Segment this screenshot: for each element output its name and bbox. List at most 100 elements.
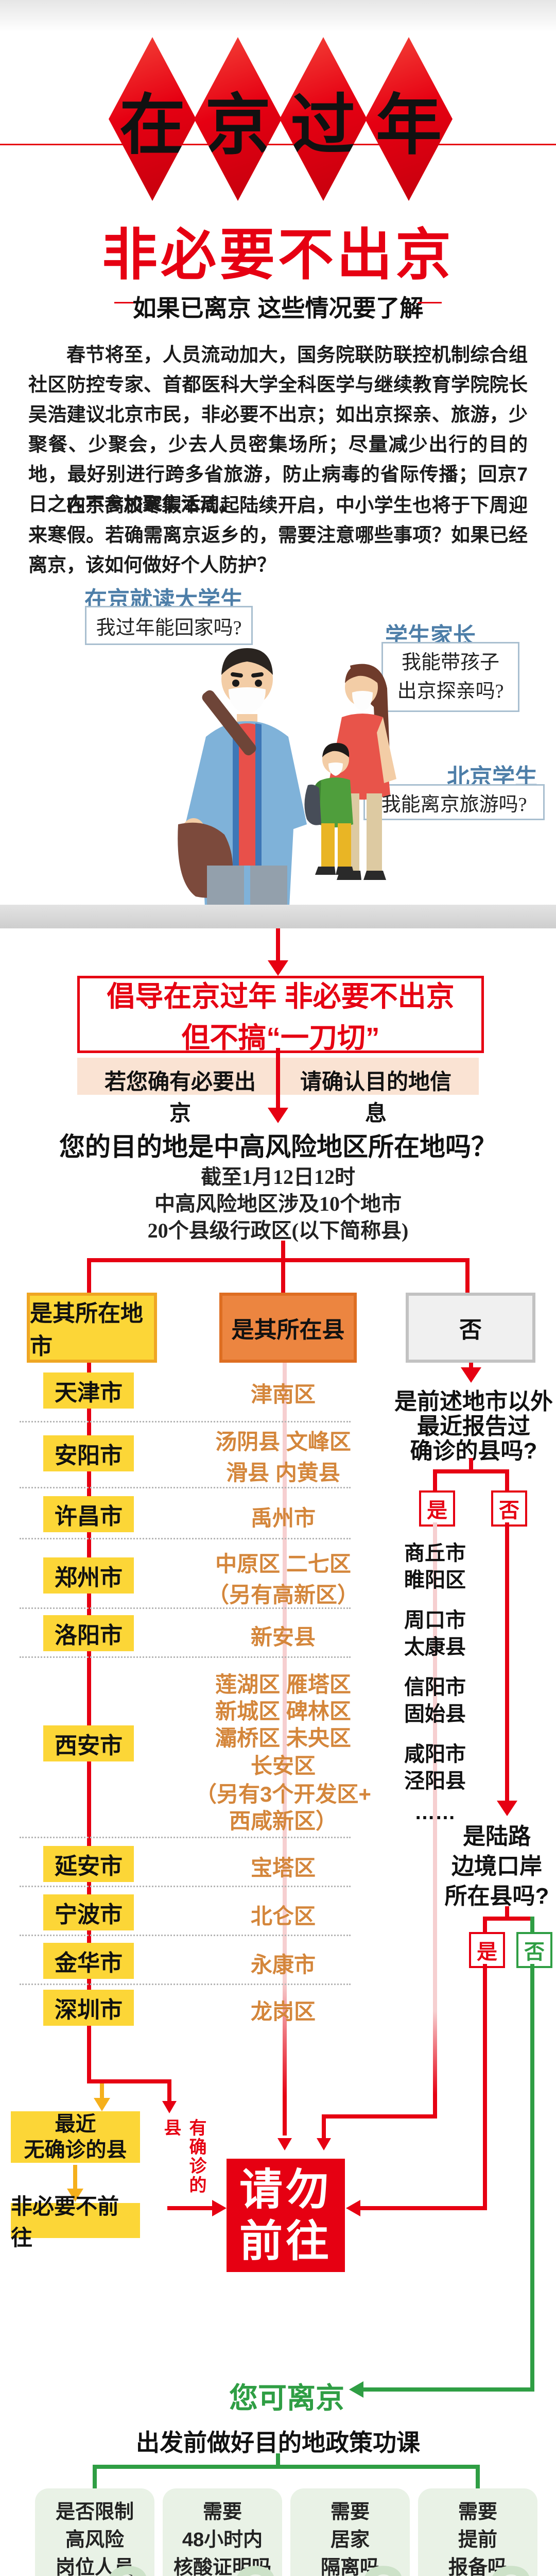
branch-header-city: 是其所在地市 bbox=[27, 1293, 157, 1363]
destination-note-3: 20个县级行政区(以下简称县) bbox=[147, 1219, 409, 1242]
bubble-beijing-student: 我能离京旅游吗? bbox=[363, 784, 545, 820]
homework-card-1: ? 是否限制 高风险 岗位人员 bbox=[35, 2488, 154, 2576]
border-question-line2: 边境口岸 bbox=[451, 1854, 542, 1879]
connector-line bbox=[505, 1469, 509, 1490]
intro-paragraph-1: 春节将至，人员流动加大，国务院联防联控机制综合组社区防控专家、首都医科大学全科医… bbox=[28, 344, 528, 515]
connector-line bbox=[276, 928, 280, 960]
connector-line-green bbox=[476, 2465, 480, 2488]
connector-line bbox=[433, 1469, 437, 1490]
title-diamond-3: 过 bbox=[280, 37, 367, 201]
card-line: 需要 bbox=[202, 2501, 242, 2523]
connector-line bbox=[483, 1917, 487, 1932]
city-ningbo: 宁波市 bbox=[43, 1894, 134, 1930]
diamond-char: 在 bbox=[119, 89, 185, 162]
district-line: 宝塔区 bbox=[250, 1856, 316, 1880]
connector-line bbox=[433, 1469, 509, 1473]
connector-line-green bbox=[530, 1964, 534, 2392]
city-anyang: 安阳市 bbox=[43, 1435, 134, 1471]
connector-line-green bbox=[93, 2465, 97, 2488]
illustration-woman bbox=[329, 664, 396, 880]
arrow-down-icon bbox=[268, 1108, 288, 1123]
row-separator bbox=[20, 1935, 351, 1936]
do-not-go-line2: 前往 bbox=[239, 2217, 332, 2265]
branch-header-no: 否 bbox=[406, 1293, 535, 1363]
no-confirmed-line2: 无确诊的县 bbox=[24, 2139, 127, 2161]
diamond-char: 年 bbox=[375, 89, 442, 162]
card-line: 报备吗 bbox=[448, 2557, 507, 2576]
border-question-line1: 是陆路 bbox=[463, 1824, 531, 1849]
diamond-char: 京 bbox=[204, 89, 271, 162]
no-confirmed-line1: 最近 bbox=[55, 2113, 96, 2136]
title-diamond-1: 在 bbox=[109, 37, 196, 201]
row-separator bbox=[20, 1607, 351, 1609]
connector-line-green bbox=[93, 2465, 480, 2469]
border-question-line3: 所在县吗? bbox=[444, 1884, 549, 1909]
confirmed-list-item: 咸阳市 bbox=[404, 1743, 466, 1766]
district-line: 汤阴县 文峰区 bbox=[215, 1430, 351, 1454]
confirmed-list-item: 睢阳区 bbox=[404, 1569, 466, 1591]
destination-question: 您的目的地是中高风险地区所在地吗？ bbox=[59, 1132, 497, 1161]
bubble-parent-line1: 我能带孩子 bbox=[401, 652, 499, 673]
confirmed-list-item: 商丘市 bbox=[404, 1542, 466, 1565]
connector-line bbox=[281, 1241, 285, 1258]
confirm-band-right: 请确认目的地信息 bbox=[300, 1070, 451, 1125]
illustration-man bbox=[178, 648, 307, 928]
connector-line bbox=[505, 1522, 509, 1801]
no-confirmed-box: 最近 无确诊的县 bbox=[11, 2111, 140, 2163]
subtitle-line-right bbox=[418, 302, 442, 303]
city-column-line bbox=[87, 1363, 91, 2083]
row-separator bbox=[20, 1656, 351, 1658]
row-separator bbox=[20, 1984, 351, 1985]
city-zhengzhou: 郑州市 bbox=[43, 1557, 134, 1594]
city-tianjin: 天津市 bbox=[43, 1372, 134, 1409]
arrow-down-icon bbox=[94, 2098, 110, 2111]
has-confirmed-label: 有确诊的县 bbox=[161, 2119, 206, 2195]
confirmed-question-line2: 最近报告过 bbox=[417, 1414, 530, 1439]
bubble-parent-line2: 出京探亲吗? bbox=[397, 681, 504, 702]
row-separator bbox=[20, 1538, 351, 1539]
connector-line bbox=[167, 2083, 171, 2101]
card-top-gradient bbox=[0, 0, 556, 32]
non-essential-box: 非必要不前往 bbox=[11, 2194, 140, 2250]
card-line: 提前 bbox=[458, 2529, 497, 2551]
title-diamond-4: 年 bbox=[365, 37, 453, 201]
city-jinhua: 金华市 bbox=[43, 1943, 134, 1979]
connector-line bbox=[87, 1258, 470, 1262]
city-luoyang: 洛阳市 bbox=[43, 1615, 134, 1651]
district-line: 津南区 bbox=[250, 1382, 316, 1406]
district-line: 新城区 碑林区 bbox=[215, 1699, 351, 1723]
confirmed-no-box: 否 bbox=[491, 1490, 527, 1527]
branch-header-county: 是其所在县 bbox=[219, 1293, 357, 1363]
border-yes-box: 是 bbox=[469, 1932, 505, 1968]
city-xuchang: 许昌市 bbox=[43, 1496, 134, 1532]
connector-line bbox=[483, 1917, 534, 1921]
connector-line bbox=[322, 2114, 326, 2138]
do-not-go-line1: 请勿 bbox=[239, 2165, 332, 2214]
confirmed-list-line bbox=[433, 1522, 437, 2119]
confirmed-list-item: …… bbox=[414, 1801, 456, 1824]
card-line: 需要 bbox=[330, 2501, 370, 2523]
district-line: （另有3个开发区+ bbox=[195, 1782, 371, 1806]
page-subtitle: 如果已离京 这些情况要了解 bbox=[132, 295, 424, 321]
arrow-down-icon bbox=[317, 2138, 331, 2150]
floor-band bbox=[0, 905, 556, 928]
destination-note-2: 中高风险地区涉及10个地市 bbox=[154, 1192, 402, 1215]
homework-card-2: ? 需要 48小时内 核酸证明吗 bbox=[163, 2488, 282, 2576]
confirmed-question-line3: 确诊的县吗? bbox=[410, 1438, 537, 1464]
confirm-band-left: 若您确有必要出京 bbox=[104, 1070, 256, 1125]
connector-line bbox=[87, 1258, 91, 1294]
confirmed-list-item: 泾阳县 bbox=[404, 1770, 466, 1792]
arrow-down-icon bbox=[67, 2189, 83, 2202]
page-title: 非必要不出京 bbox=[101, 224, 454, 286]
district-line: 龙岗区 bbox=[250, 1999, 316, 2024]
diamond-char: 过 bbox=[290, 89, 356, 162]
card-line: 是否限制 bbox=[55, 2501, 134, 2523]
connector-line bbox=[469, 1363, 473, 1368]
connector-line bbox=[469, 1458, 473, 1469]
title-hairline bbox=[0, 144, 556, 145]
district-line: 中原区 二七区 bbox=[215, 1552, 351, 1576]
homework-title: 出发前做好目的地政策功课 bbox=[136, 2429, 420, 2456]
arrow-down-icon bbox=[461, 1367, 481, 1383]
confirmed-list-item: 固始县 bbox=[404, 1703, 466, 1725]
